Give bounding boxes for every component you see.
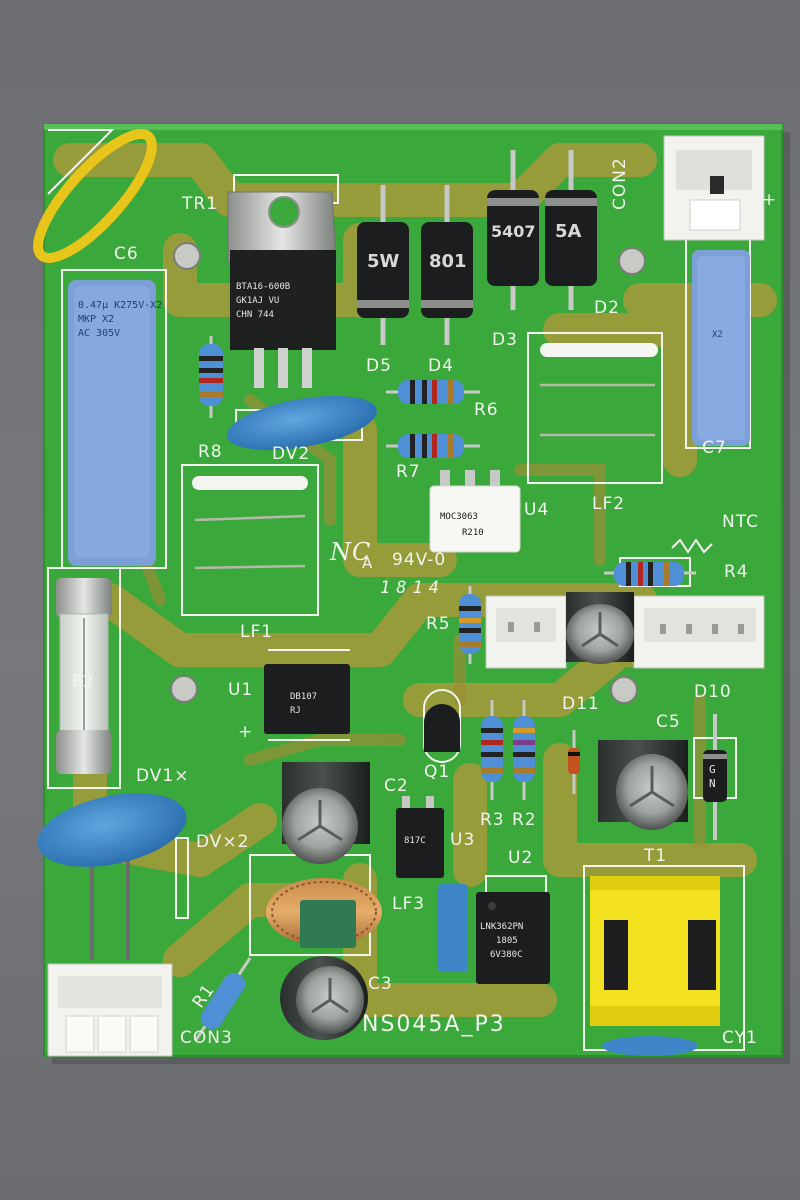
silk-u1: U1 <box>228 680 254 700</box>
silk-lf3: LF3 <box>392 894 426 914</box>
c6-marking-line1: 0.47µ K275V-X2 <box>78 300 163 311</box>
silk-u3: U3 <box>450 830 476 850</box>
f2-fuse <box>56 578 112 774</box>
silk-d10: D10 <box>694 682 732 702</box>
maker-mark: NC <box>330 538 372 566</box>
silk-plus-con2: + <box>762 190 778 210</box>
silk-dvx2: DV×2 <box>196 832 250 852</box>
u4-marking-line2: R210 <box>462 528 484 538</box>
yellow-y-capacitor <box>33 129 157 263</box>
diode-row <box>357 150 597 345</box>
mid-connector-small <box>485 595 567 669</box>
blue-box-capacitor <box>438 884 468 972</box>
c3-electrolytic-cap <box>280 956 368 1040</box>
diode-c-marking: 5407 <box>491 222 536 241</box>
silk-u4: U4 <box>524 500 550 520</box>
silk-c5: C5 <box>656 712 681 732</box>
silk-tr1: TR1 <box>182 194 219 214</box>
board-name: NS045A_P3 <box>362 1012 506 1037</box>
silk-r6: R6 <box>474 400 499 420</box>
date-code: 1814 <box>380 578 445 598</box>
u2-marking-line1: LNK362PN <box>480 922 524 932</box>
u1-bridge-rectifier <box>264 664 350 734</box>
mid-connector-large <box>633 595 765 669</box>
d10-diode <box>703 714 727 840</box>
electrolytic-cap-mid <box>566 592 634 664</box>
c7-marking: X2 <box>712 330 723 340</box>
silk-r3: R3 <box>480 810 505 830</box>
silk-ntc: NTC <box>722 512 759 532</box>
silk-r5: R5 <box>426 614 451 634</box>
silk-d2: D2 <box>594 298 620 318</box>
d10-marking-line1: G <box>709 763 716 776</box>
silk-dv1: DV1× <box>136 766 190 786</box>
u3-optocoupler <box>396 796 444 878</box>
silk-r8: R8 <box>198 442 223 462</box>
con3-connector <box>47 963 173 1057</box>
tr1-marking-line3: CHN 744 <box>236 310 274 320</box>
u2-marking-line2: 1805 <box>496 936 518 946</box>
ul-rating: 94V-0 <box>392 550 447 570</box>
u2-marking-line3: 6V380C <box>490 950 523 960</box>
u4-optocoupler <box>429 470 521 553</box>
u1-marking-line1: DB107 <box>290 692 318 702</box>
dv1-varistor <box>37 793 187 960</box>
tr1-marking-line1: BTA16-600B <box>236 282 291 292</box>
tr1-triac <box>227 191 337 388</box>
t1-transformer <box>590 876 720 1056</box>
silk-r2: R2 <box>512 810 537 830</box>
silk-d5: D5 <box>366 356 392 376</box>
tr1-marking-line2: GK1AJ VU <box>236 296 280 306</box>
diode-d-marking: 5A <box>555 221 582 242</box>
resistors <box>194 336 696 1041</box>
silk-c3: C3 <box>368 974 393 994</box>
silk-d4: D4 <box>428 356 454 376</box>
silk-lf1: LF1 <box>240 622 274 642</box>
u1-marking-line2: RJ <box>290 706 301 716</box>
silk-lf2: LF2 <box>592 494 626 514</box>
silk-c2: C2 <box>384 776 409 796</box>
maker-mark-sub: A <box>362 554 374 572</box>
d10-marking-line2: N <box>709 777 716 790</box>
silk-t1: T1 <box>644 846 668 866</box>
diode-b-marking: 801 <box>429 251 467 272</box>
silk-u2: U2 <box>508 848 534 868</box>
u3-marking: 817C <box>404 836 426 846</box>
c6-marking-line3: AC 305V <box>78 328 121 339</box>
silk-con3: CON3 <box>180 1028 233 1048</box>
u4-marking-line1: MOC3063 <box>440 512 478 522</box>
silk-d11: D11 <box>562 694 600 714</box>
silk-f2: F2 <box>72 672 95 692</box>
d11-diode <box>568 730 580 794</box>
silk-c6: C6 <box>114 244 139 264</box>
lf-slot-bars <box>192 343 658 490</box>
c7-x2-capacitor <box>692 250 750 446</box>
silk-con2: CON2 <box>610 157 630 210</box>
silk-q1: Q1 <box>424 762 451 782</box>
lf3-toroid <box>266 878 382 948</box>
silk-plus-u1: + <box>238 722 254 742</box>
q1-transistor <box>424 704 460 752</box>
lf-wires <box>194 383 655 570</box>
silk-c7: C7 <box>702 438 727 458</box>
silk-dv2: DV2 <box>272 444 311 464</box>
c6-x2-capacitor <box>68 280 156 566</box>
c6-marking-line2: MKP X2 <box>78 314 115 325</box>
u2-switcher-ic <box>476 892 550 984</box>
silk-d3: D3 <box>492 330 518 350</box>
c2-electrolytic-cap <box>282 762 370 864</box>
silk-cy1: CY1 <box>722 1028 758 1048</box>
con2-connector <box>663 135 765 241</box>
dv2-varistor <box>227 395 377 451</box>
silk-r4: R4 <box>724 562 749 582</box>
c5-electrolytic-cap <box>598 740 688 830</box>
mounting-holes <box>170 242 646 704</box>
diode-a-marking: 5W <box>367 251 400 272</box>
silk-r7: R7 <box>396 462 421 482</box>
